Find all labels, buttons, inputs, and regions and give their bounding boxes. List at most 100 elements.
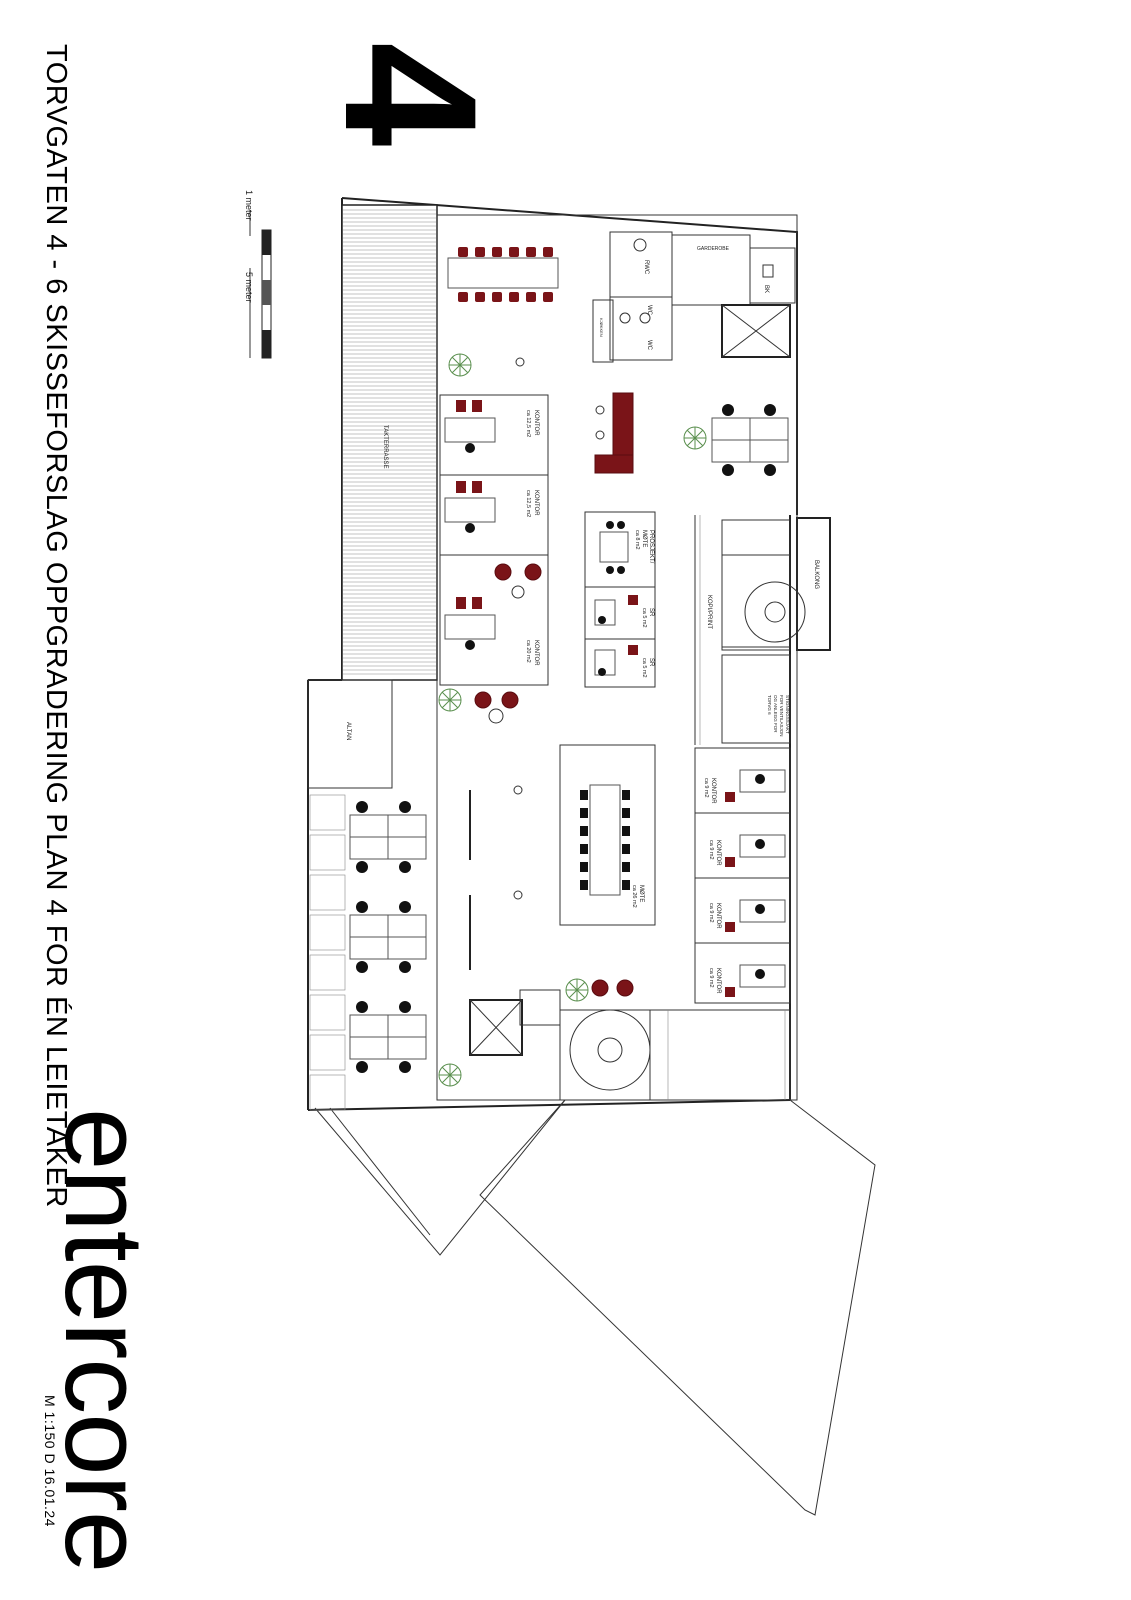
svg-text:SR: SR — [648, 658, 654, 667]
svg-text:SR: SR — [648, 608, 654, 617]
plants — [438, 353, 707, 1087]
room-label-kjokken: KJØKKEN — [599, 318, 604, 337]
svg-text:ca 20 m2: ca 20 m2 — [525, 640, 531, 663]
sr2-name: SR — [648, 658, 654, 667]
room-label-wc-1: WC — [646, 305, 652, 316]
chair — [622, 826, 630, 836]
desk — [349, 836, 389, 860]
chair — [475, 292, 485, 302]
svg-text:ca 12,5 m2: ca 12,5 m2 — [525, 490, 531, 517]
chair — [543, 292, 553, 302]
svg-text:ca 9 m2: ca 9 m2 — [703, 778, 709, 798]
kontor-a-name: KONTOR — [533, 410, 539, 436]
chair — [622, 790, 630, 800]
kontor9-4-name: KONTOR — [715, 968, 721, 994]
chair — [622, 808, 630, 818]
svg-text:ca 9 m2: ca 9 m2 — [708, 840, 714, 860]
room-label-takterrasse: TAKTERRASSE — [382, 425, 388, 469]
tech-line-1: STIGNINGSSJAKT — [785, 695, 790, 734]
window — [309, 834, 346, 871]
sr2-area: ca 5 m2 — [641, 658, 647, 678]
sr1-area: ca 5 m2 — [641, 608, 647, 628]
svg-text:ca 8 m2: ca 8 m2 — [634, 530, 640, 550]
window — [309, 1034, 346, 1071]
tech-line-3: OG ANLEGG FOR — [773, 695, 778, 733]
window — [309, 994, 346, 1031]
chair — [356, 1001, 368, 1013]
copy-print-area: KOPI/PRINT — [694, 515, 712, 745]
chair — [580, 826, 588, 836]
chair — [399, 901, 411, 913]
chair — [356, 961, 368, 973]
svg-text:KONTOR: KONTOR — [715, 968, 721, 994]
chair — [356, 861, 368, 873]
core-bottom — [469, 989, 791, 1101]
desk — [349, 1036, 389, 1060]
project-and-sr-rooms: PROSJEKT/ MØTE ca 8 m2 SR ca 5 m2 SR ca … — [584, 511, 656, 688]
chair — [399, 961, 411, 973]
chair — [475, 247, 485, 257]
svg-text:OG ANLEGG FOR: OG ANLEGG FOR — [773, 695, 778, 733]
mote-name: MØTE — [638, 885, 644, 902]
chair — [526, 247, 536, 257]
altan: ALTAN — [307, 679, 393, 789]
room-label-wc-2: WC — [646, 340, 652, 351]
prosjekt-name: PROSJEKT/ — [648, 530, 654, 564]
kontor9-1-area: ca 9 m2 — [703, 778, 709, 798]
window — [309, 914, 346, 951]
office-row-left: KONTOR ca 12,5 m2 KONTOR ca 12,5 m2 KONT… — [439, 394, 549, 686]
chair — [580, 844, 588, 854]
svg-text:MØTE: MØTE — [641, 530, 647, 547]
plant — [448, 353, 472, 377]
workstations-top-right — [711, 404, 789, 476]
chair — [492, 247, 502, 257]
svg-text:ca 5 m2: ca 5 m2 — [641, 608, 647, 628]
chair — [399, 1001, 411, 1013]
prosjekt-type: MØTE — [641, 530, 647, 547]
chair — [543, 247, 553, 257]
room-label-altan: ALTAN — [345, 722, 351, 740]
stair-core-right: STIGNINGSSJAKT FOR VENTILASJON OG ANLEGG… — [721, 519, 819, 744]
chair — [580, 790, 588, 800]
kontor9-3-area: ca 9 m2 — [708, 903, 714, 923]
svg-text:KONTOR: KONTOR — [715, 840, 721, 866]
mote-area: ca 26 m2 — [631, 885, 637, 908]
desk — [387, 1036, 427, 1060]
chair — [458, 247, 468, 257]
room-label-kopi-print: KOPI/PRINT — [706, 595, 712, 629]
svg-text:ca 12,5 m2: ca 12,5 m2 — [525, 410, 531, 437]
desk — [387, 936, 427, 960]
meeting-room-mote: MØTE ca 26 m2 — [469, 708, 656, 970]
chair — [399, 801, 411, 813]
kontor9-2-area: ca 9 m2 — [708, 840, 714, 860]
kontor9-1-name: KONTOR — [710, 778, 716, 804]
desk — [349, 814, 389, 838]
svg-text:KONTOR: KONTOR — [533, 490, 539, 516]
window — [309, 954, 346, 991]
service-core-top: RWC WC WC GARDEROBE BK KJØKKEN — [592, 231, 796, 363]
lounge-sofa — [594, 392, 634, 474]
svg-text:ca 9 m2: ca 9 m2 — [708, 968, 714, 988]
conference-table-top — [447, 247, 559, 367]
roof-terrace: TAKTERRASSE — [341, 204, 438, 681]
desk — [349, 936, 389, 960]
room-label-bk: BK — [763, 285, 769, 293]
chair — [526, 292, 536, 302]
plant — [438, 1063, 462, 1087]
chair — [356, 801, 368, 813]
chair — [622, 844, 630, 854]
svg-text:KONTOR: KONTOR — [715, 903, 721, 929]
chair — [580, 880, 588, 890]
room-label-rwc: RWC — [643, 260, 649, 275]
scale-1m-label: 1 meter — [244, 190, 254, 221]
kontor-a-area: ca 12,5 m2 — [525, 410, 531, 437]
tech-line-4: TORVG 6 — [767, 695, 772, 715]
chair — [509, 292, 519, 302]
desk — [387, 914, 427, 938]
svg-text:PROSJEKT/: PROSJEKT/ — [648, 530, 654, 564]
plant — [683, 426, 707, 450]
plant — [565, 978, 589, 1002]
kontor-b-name: KONTOR — [533, 490, 539, 516]
workstations-left — [349, 801, 427, 1073]
svg-text:KONTOR: KONTOR — [710, 778, 716, 804]
